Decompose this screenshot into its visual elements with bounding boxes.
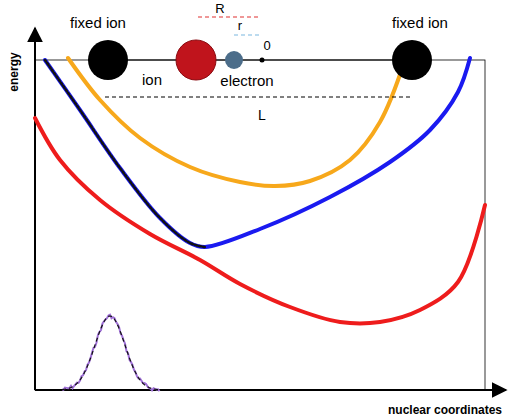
- gaussian-fit: [62, 316, 160, 390]
- distance-l: [105, 97, 410, 98]
- distance-r-small: [234, 34, 262, 35]
- origin-dot: [260, 58, 265, 63]
- y-axis: [34, 28, 36, 390]
- ion: [176, 40, 216, 80]
- part-label: electron: [220, 73, 273, 88]
- x-axis: [35, 389, 506, 391]
- plot-frame: [35, 60, 485, 390]
- energy-curve: [45, 58, 470, 247]
- axis-label: energy: [8, 52, 20, 91]
- distance-r-big: [198, 16, 260, 17]
- wave-packet: [62, 315, 160, 391]
- distance-label: r: [238, 19, 242, 32]
- part-label: fixed ion: [70, 15, 126, 30]
- part-label: fixed ion: [392, 15, 448, 30]
- distance-label: L: [258, 108, 266, 122]
- chain-line: [88, 59, 430, 60]
- electron: [225, 51, 243, 69]
- fixed-ion: [88, 40, 128, 80]
- part-label: ion: [142, 72, 162, 87]
- fixed-ion: [392, 40, 432, 80]
- energy-curve: [35, 118, 485, 323]
- energy-curve: [45, 60, 205, 247]
- axis-label: nuclear coordinates: [388, 404, 502, 416]
- origin-label: 0: [263, 39, 270, 52]
- distance-label: R: [215, 2, 224, 15]
